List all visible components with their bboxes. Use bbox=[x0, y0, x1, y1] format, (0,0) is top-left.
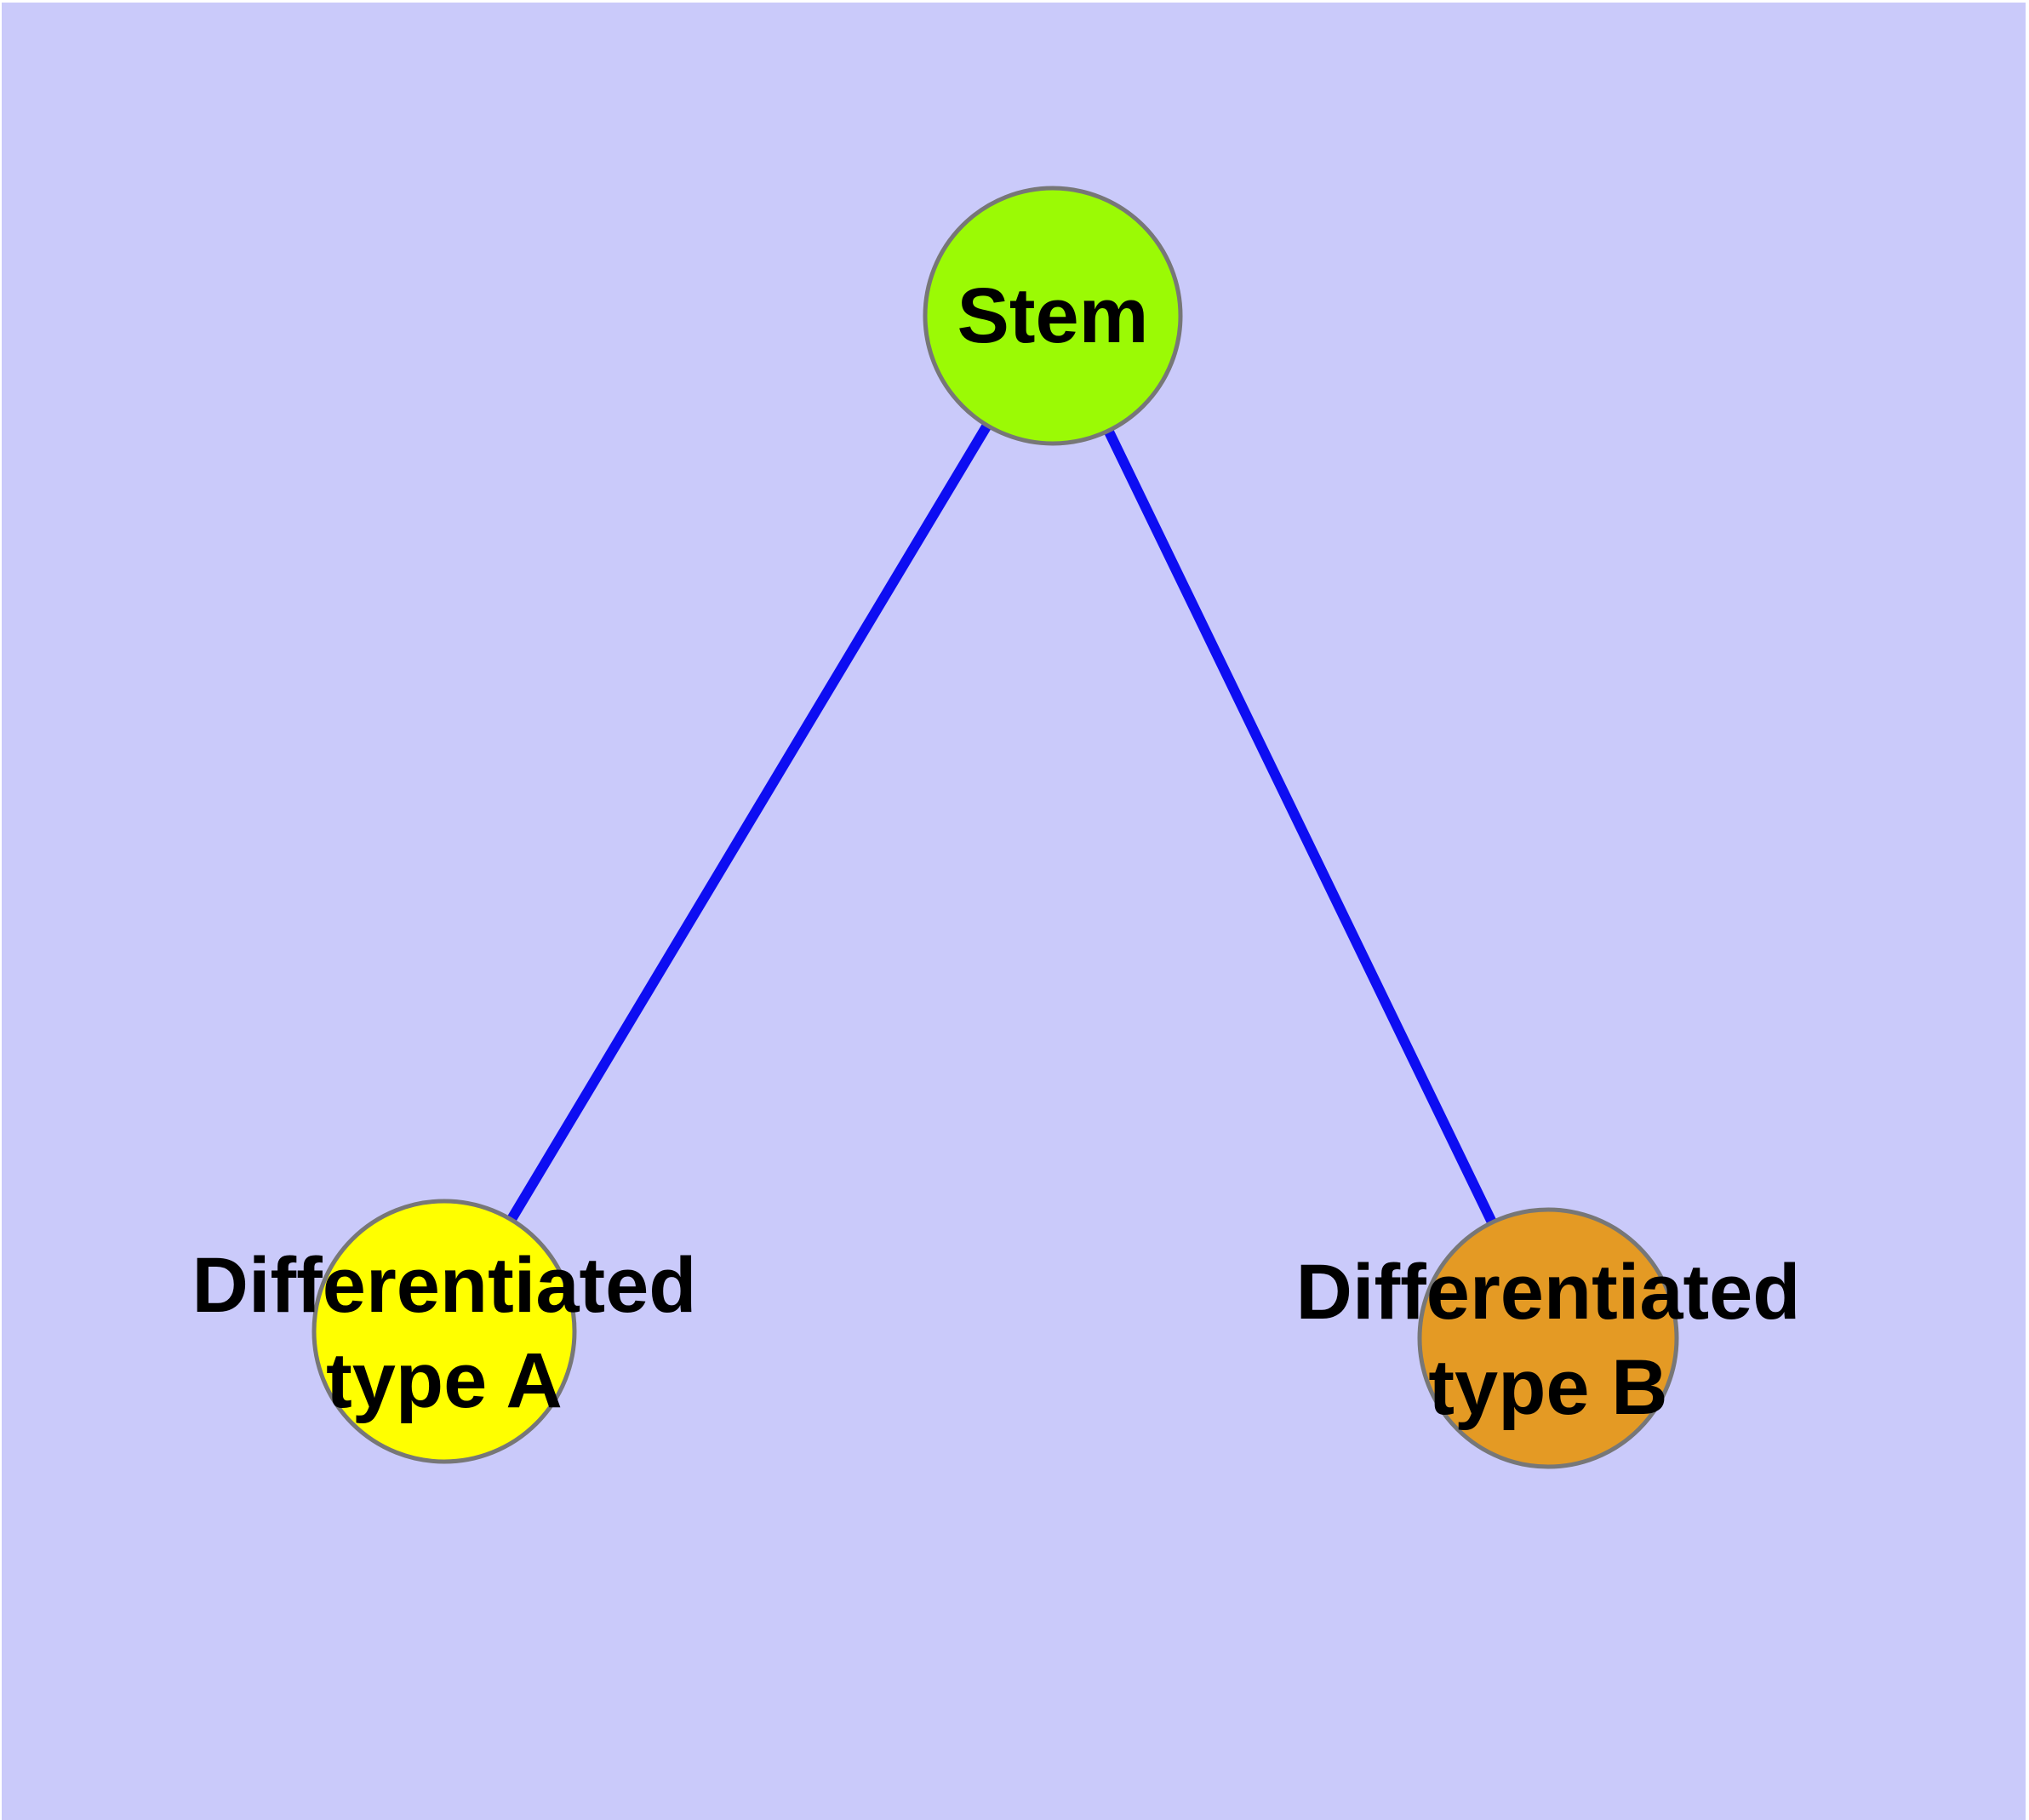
edge-stem-to-type-a bbox=[439, 312, 1058, 1335]
edge-stem-to-type-b bbox=[1048, 313, 1553, 1341]
node-stem[interactable] bbox=[923, 186, 1183, 446]
node-differentiated-type-a[interactable] bbox=[311, 1199, 577, 1464]
node-differentiated-type-b[interactable] bbox=[1417, 1207, 1679, 1469]
